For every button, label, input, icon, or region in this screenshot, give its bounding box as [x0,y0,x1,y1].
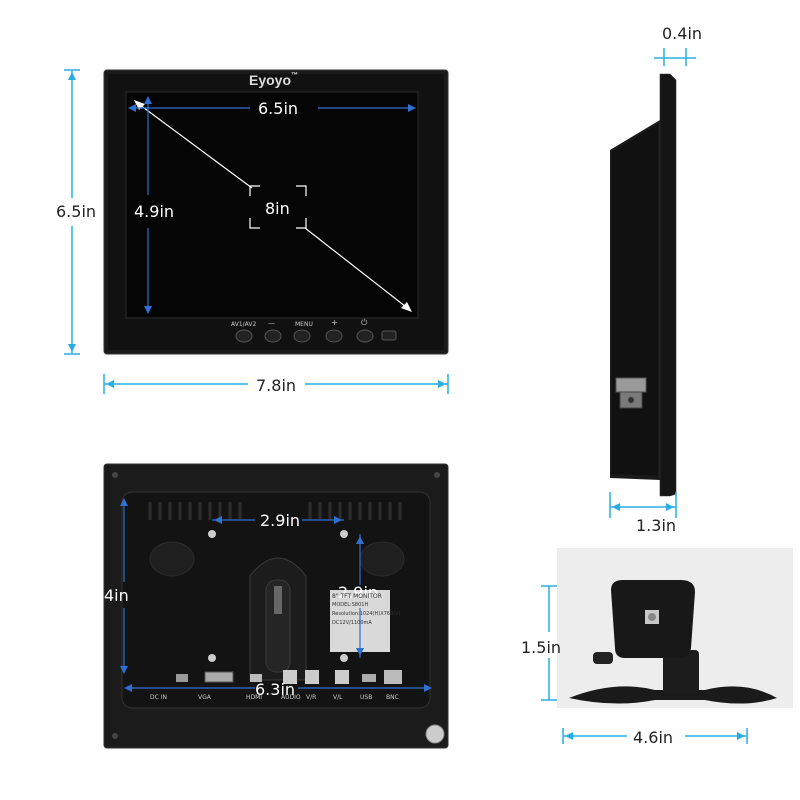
stand-view: 1.5in 4.6in [505,540,800,770]
diagonal-label: 8in [265,199,290,218]
button-label-av: AV1/AV2 [231,321,257,328]
port-label-vga: VGA [198,694,211,701]
port-label-usb: USB [360,694,373,701]
screen-height-label: 4.9in [134,202,175,221]
side-view: 0.4in 1.3in [590,0,720,540]
front-view: Eyoyo™ 6.5in 4.9in 8in 6.5in 7.8in AV1/A… [0,0,470,410]
port-label-vl: V/L [333,694,343,701]
stand-height-label: 1.5in [521,638,562,657]
button-label-plus: + [331,318,338,327]
spec-label-text: 8" TFT MONITOR MODEL:S801H Resolution:10… [332,593,401,626]
screen-width-label: 6.5in [258,99,299,118]
brand-logo: Eyoyo™ [249,72,299,88]
back-height-label: 4in [104,586,129,605]
mount-height-label: 2.9in [338,583,379,602]
port-label-dc: DC IN [150,694,167,701]
mount-width-label: 2.9in [260,511,301,530]
button-label-minus: — [268,319,275,327]
front-screen [125,91,419,319]
button-label-menu: MENU [295,321,313,328]
port-label-hdmi: HDMI [246,694,263,701]
side-total-depth-label: 1.3in [636,516,677,535]
button-label-power: ⏻ [361,318,368,327]
back-view: 2.9in 2.9in 4in 6.3in 8" TFT MONITOR MOD… [0,440,470,770]
port-label-audio: AUDIO [281,694,301,701]
side-top-depth-label: 0.4in [662,24,703,43]
stand-width-label: 4.6in [633,728,674,747]
port-label-vr: V/R [306,694,317,701]
front-width-label: 7.8in [256,376,297,395]
back-width-label: 6.3in [255,680,296,699]
front-height-label: 6.5in [56,202,97,221]
port-label-bnc: BNC [386,694,399,701]
